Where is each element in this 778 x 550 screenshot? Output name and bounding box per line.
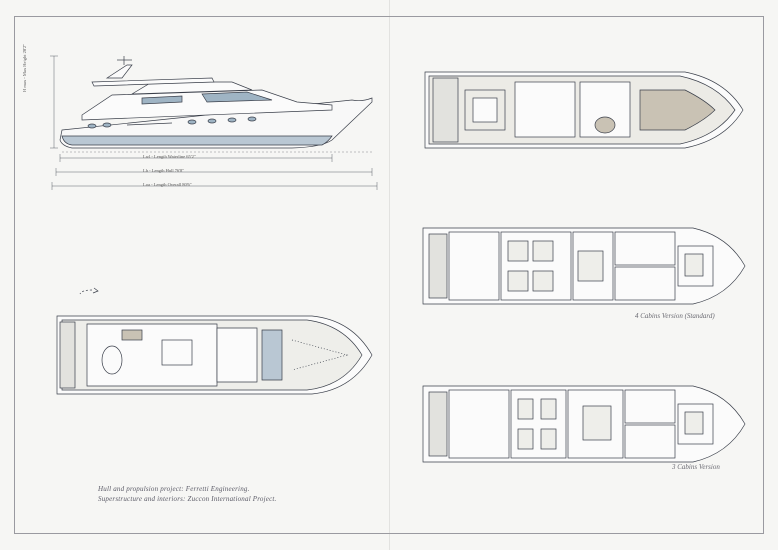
flybridge-plan-drawing: [56, 287, 373, 395]
credits-line-1: Hull and propulsion project: Ferretti En…: [98, 485, 250, 493]
drawing-frame: [14, 16, 764, 534]
main-deck-plan-drawing: [424, 71, 744, 149]
loa-dimension-label: Loa - Length Overall 80'6": [143, 182, 192, 187]
four-cabins-version-label: 4 Cabins Version (Standard): [635, 312, 715, 320]
page-fold: [389, 0, 390, 550]
height-dimension-label: H max - Max Height 20'2": [22, 43, 27, 92]
four-cabins-plan-drawing: [422, 227, 746, 305]
three-cabins-plan-drawing: [422, 385, 746, 463]
side-profile-drawing: [50, 55, 378, 190]
project-credits: Hull and propulsion project: Ferretti En…: [98, 484, 276, 504]
credits-line-2: Superstructure and interiors: Zuccon Int…: [98, 495, 277, 503]
lh-dimension-label: Lh - Length Hull 76'8": [143, 168, 185, 173]
three-cabins-version-label: 3 Cabins Version: [672, 463, 720, 471]
lwl-dimension-label: Lwl - Length Waterline 65'2": [143, 154, 196, 159]
